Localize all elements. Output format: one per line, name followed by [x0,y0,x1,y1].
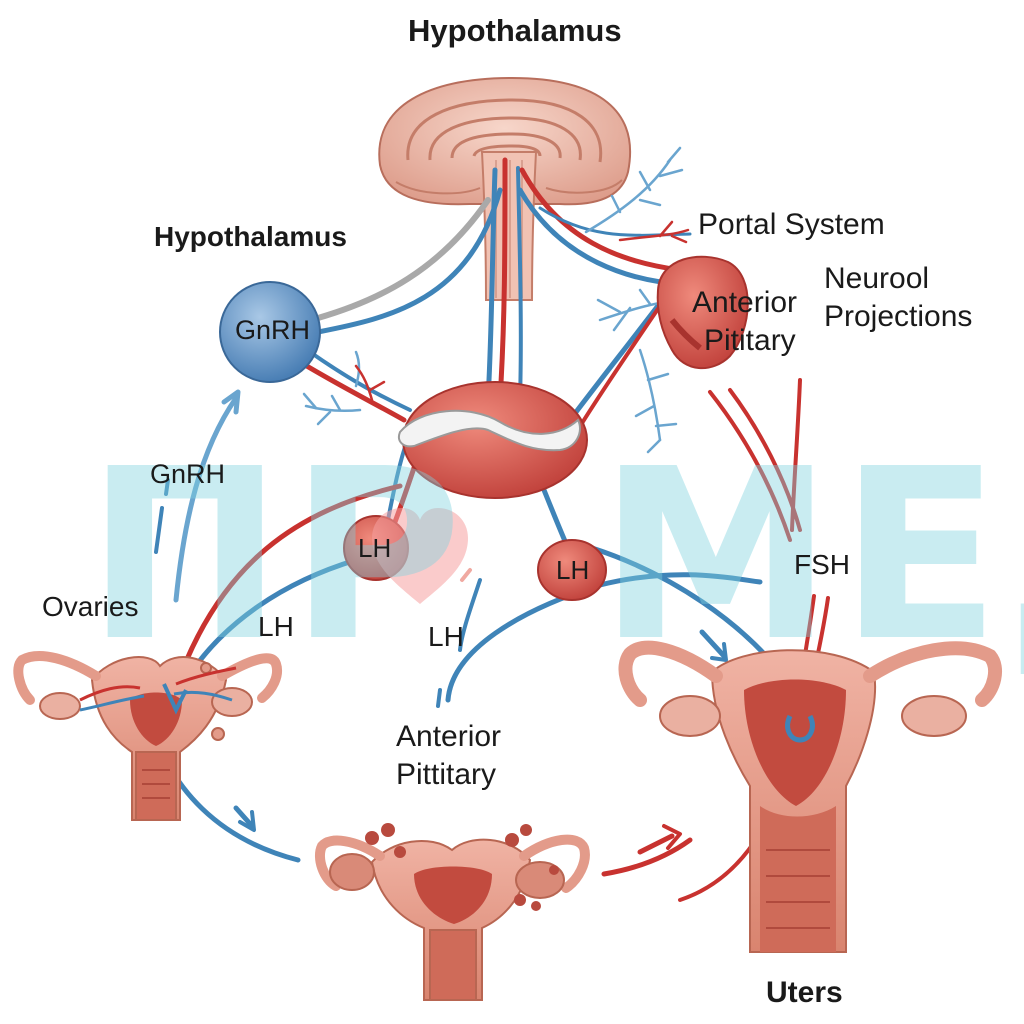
gnrh-node-label: GnRH [235,315,311,345]
neural-projections-label-2: Projections [824,300,973,333]
uterus-right [618,640,1003,953]
lh-left-label: LH [258,611,294,642]
uterus-label: Uters [766,976,843,1009]
lh-right-node-label: LH [556,555,590,585]
watermark-left: ПР [86,418,469,693]
anterior-pituitary-top-label-1: Anterior [692,286,798,319]
anterior-pituitary-node [656,255,749,370]
ovaries-label: Ovaries [42,591,139,622]
watermark-text: ПРМЕД [86,438,1024,678]
watermark-right: МЕД [598,418,1024,693]
portal-system-label: Portal System [698,208,885,241]
anterior-pituitary-bottom-label-2: Pittitary [396,758,497,791]
watermark-heart-icon [372,508,468,604]
anterior-pituitary-bottom-label-1: Anterior [396,720,502,753]
red-branches [354,220,690,402]
anterior-pituitary-top-label-2: Pititary [704,324,796,357]
lh-left-node-label: LH [358,533,392,563]
pituitary-gland [398,381,588,499]
gnrh-arrow-label: GnRH [150,459,226,489]
arrows [154,389,728,855]
hypothalamus-left-label: Hypothalamus [154,221,347,252]
gnrh-node-circle [219,281,321,383]
dendrite-branches [302,146,692,454]
uterus-left [13,651,282,821]
uterus-middle [314,823,590,1001]
title-label: Hypothalamus [408,13,622,48]
fsh-label: FSH [794,549,850,580]
brain-illustration [378,76,632,301]
neural-projections-label-1: Neurool [824,262,930,295]
lh-right-node-circle [537,539,607,601]
lh-center-label: LH [428,621,464,652]
